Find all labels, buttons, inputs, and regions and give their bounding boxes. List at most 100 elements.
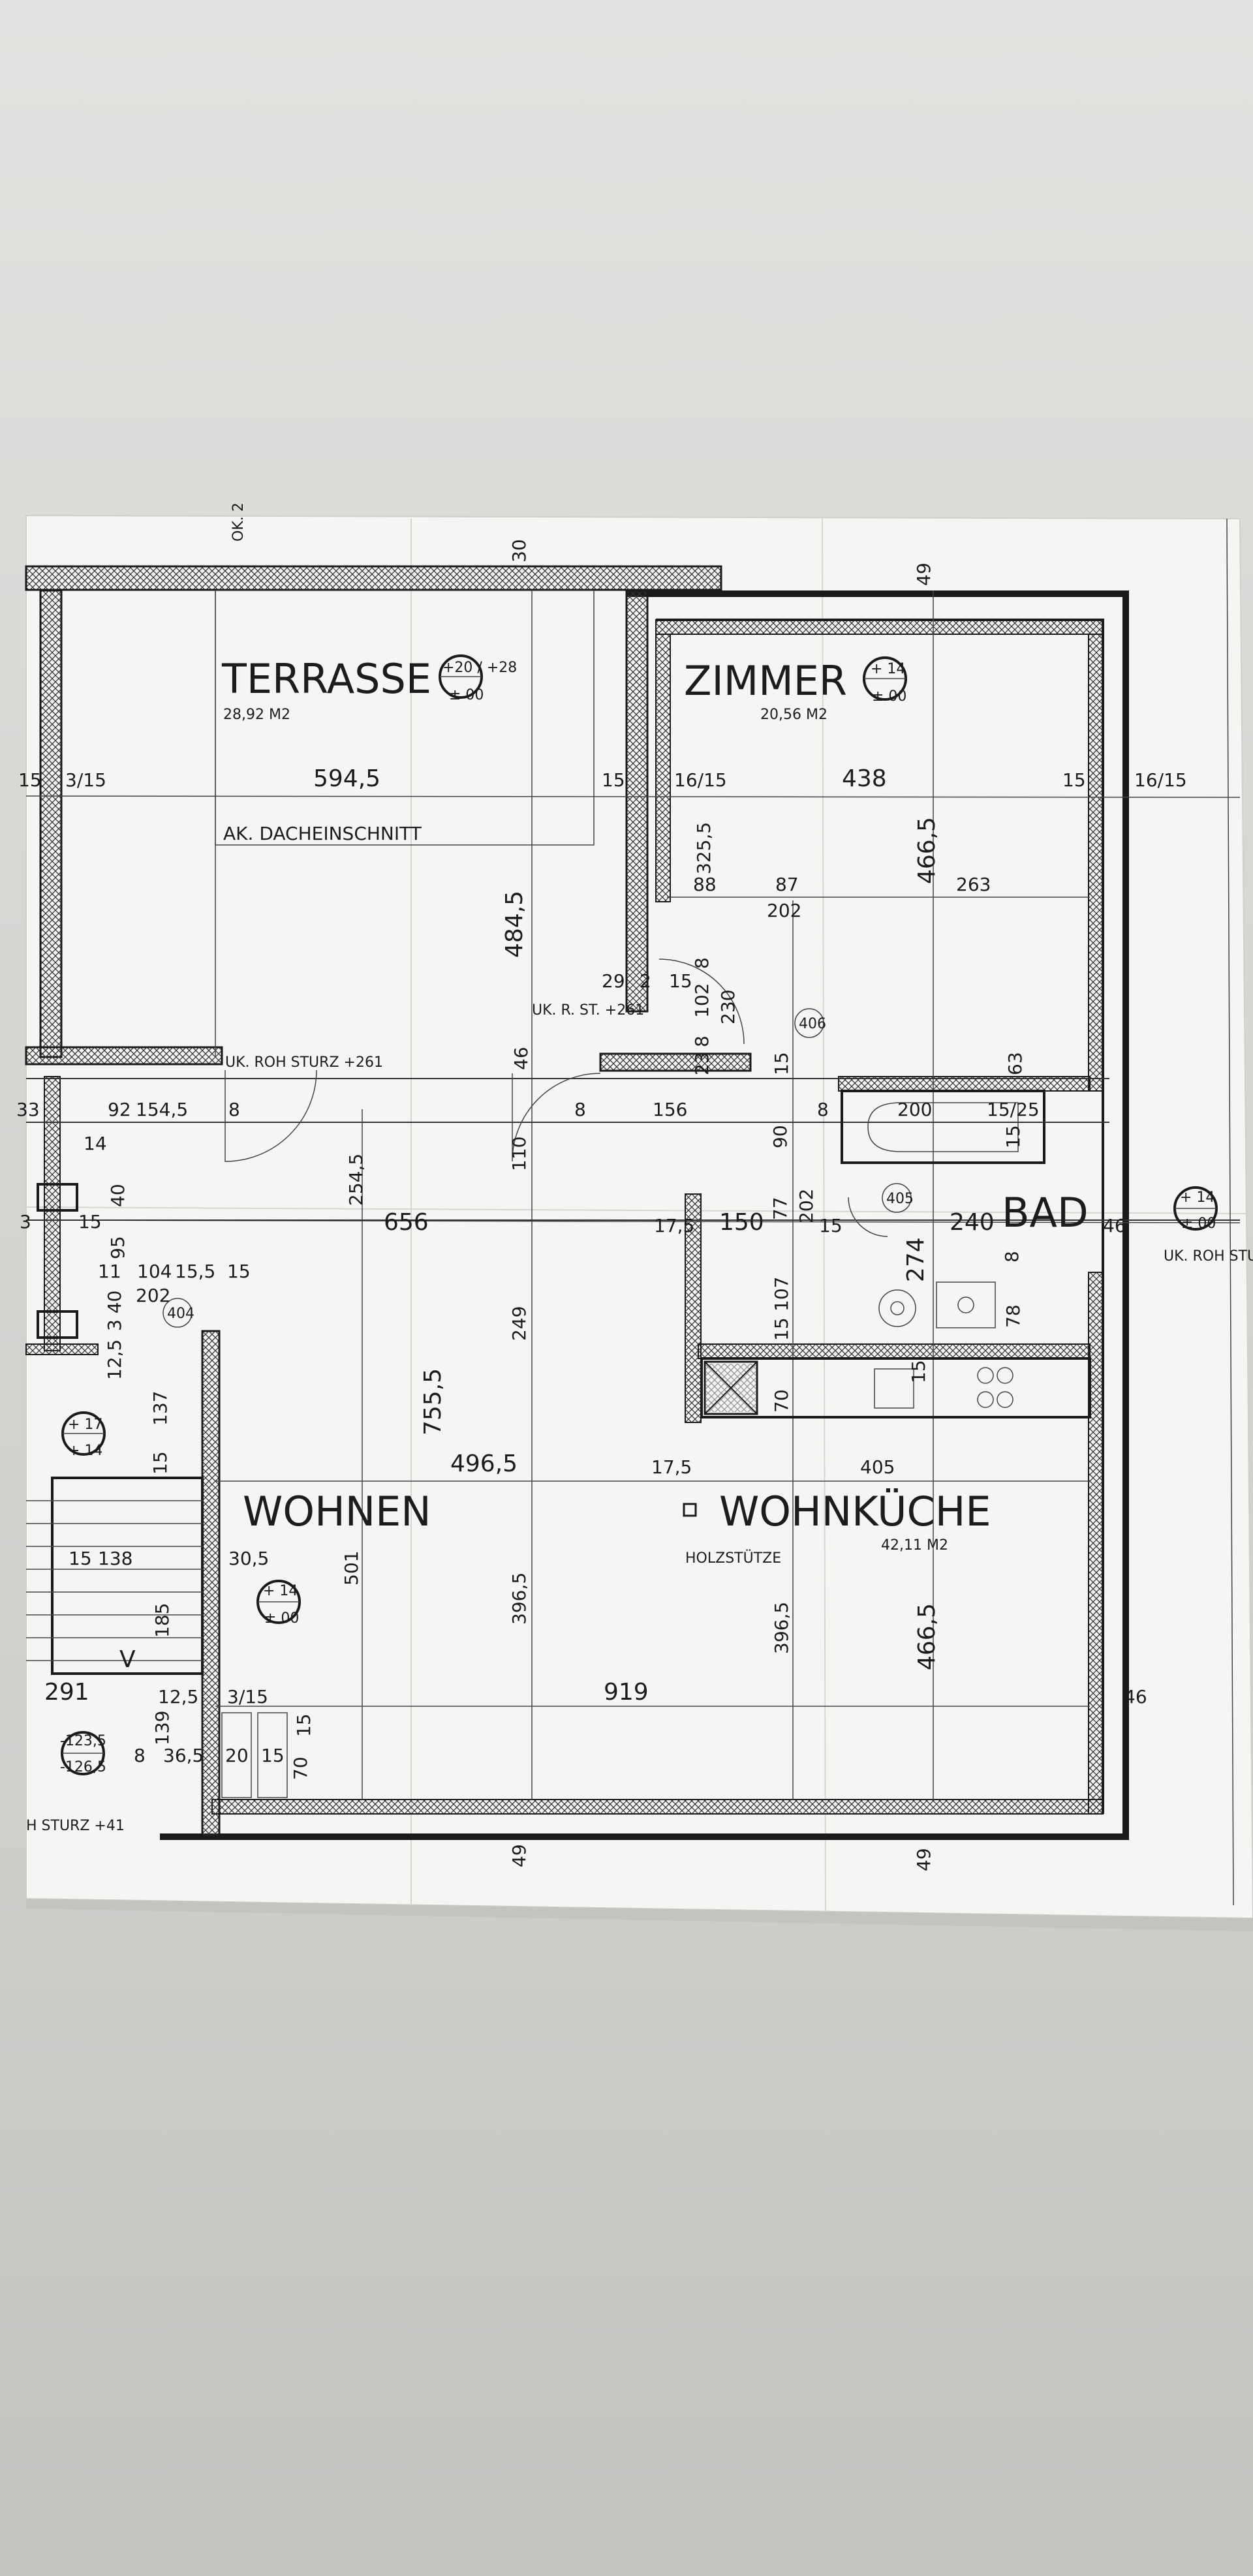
dim-label: 656	[384, 1209, 429, 1236]
dim-label: 46	[1124, 1686, 1147, 1708]
terrasse-level-top: +20 / +28	[442, 660, 517, 676]
dim-label: 46	[510, 1047, 532, 1070]
dim-label: 88	[693, 874, 717, 895]
dim-label: 291	[44, 1679, 89, 1706]
dim-label: 501	[341, 1551, 362, 1586]
dim-label: 36,5	[163, 1745, 204, 1766]
dim-label: 16/15	[674, 769, 727, 791]
stair-lower-top: -123,5	[60, 1733, 106, 1749]
stair-level-bottom: + 14	[68, 1443, 102, 1459]
dim-label: 15/25	[987, 1099, 1040, 1120]
dim-label: 3/15	[65, 769, 106, 791]
dim-label: 33	[16, 1099, 40, 1120]
outer-walls	[25, 589, 1129, 1840]
dim-label: 8	[134, 1745, 146, 1766]
dim-label: 15,5	[175, 1261, 215, 1282]
terrasse-label: TERRASSE	[221, 655, 431, 703]
wohnkueche-area: 42,11 M2	[881, 1537, 948, 1554]
wohnen-level-bottom: ± 00	[264, 1610, 299, 1627]
dim-label: 29	[602, 970, 625, 992]
dim-label: 405	[860, 1456, 895, 1478]
dim-label: 15	[908, 1360, 929, 1383]
dim-label: 15	[293, 1713, 315, 1737]
dim-label: 325,5	[693, 822, 715, 874]
dim-label: 30	[508, 539, 530, 562]
bad-level-top: + 14	[1180, 1189, 1214, 1206]
dim-label: 49	[913, 1848, 935, 1871]
uk-r-st-label: UK. R. ST. +261	[532, 1002, 644, 1019]
dim-label: 8	[228, 1099, 240, 1120]
dim-label: 87	[775, 874, 799, 895]
dim-label: 484,5	[501, 891, 528, 958]
dim-label: 23	[691, 1052, 713, 1075]
stair-level-top: + 17	[68, 1417, 102, 1433]
zimmer-level-bottom: ± 00	[872, 688, 906, 705]
dim-label: 12,5	[104, 1340, 125, 1380]
dim-label: 466,5	[914, 817, 940, 884]
dim-label: 755,5	[420, 1368, 446, 1435]
annotation-labels: UK. ROH STURZ +261 UK. R. ST. +261 H STU…	[26, 502, 914, 1834]
dim-label: 200	[897, 1099, 932, 1120]
dim-label: 8	[817, 1099, 829, 1120]
dim-label: 8	[691, 1035, 713, 1047]
dim-label: 92	[108, 1099, 131, 1120]
dim-label: 70	[771, 1389, 792, 1413]
dim-label: 110	[508, 1137, 530, 1171]
dim-label: 249	[508, 1306, 530, 1341]
dim-label: 15	[669, 970, 692, 992]
door-406-label: 406	[799, 1016, 826, 1032]
dim-label: 17,5	[651, 1456, 692, 1478]
dim-label: 95	[107, 1236, 129, 1259]
dim-label: 15	[771, 1317, 792, 1341]
roh-sturz-41-label: H STURZ +41	[26, 1818, 125, 1834]
dim-label: 20	[225, 1745, 249, 1766]
dim-label: 8	[1001, 1251, 1023, 1263]
dim-label: 15	[78, 1211, 102, 1233]
dim-label: 49	[913, 562, 935, 586]
dim-label: 90	[769, 1125, 791, 1148]
stair-lower-bottom: -126,5	[60, 1759, 106, 1775]
bad-note: UK. ROH STURZ	[1164, 1248, 1253, 1265]
dim-label: 2	[640, 970, 651, 992]
dim-label: 396,5	[508, 1572, 530, 1625]
dim-label: 107	[771, 1277, 792, 1311]
dim-label: 263	[956, 874, 991, 895]
dim-label: 11	[98, 1261, 121, 1282]
dim-label: 70	[290, 1756, 311, 1780]
dim-label: 230	[717, 990, 739, 1024]
dim-label: 154,5	[136, 1099, 188, 1120]
dim-label: 138	[98, 1548, 132, 1569]
dim-label: 63	[1004, 1052, 1026, 1075]
terrasse-level-bottom: ± 00	[449, 687, 484, 703]
dim-label: 137	[149, 1391, 171, 1426]
dim-label: 396,5	[771, 1602, 792, 1654]
dim-label: 77	[769, 1197, 791, 1220]
dim-label: 919	[604, 1679, 649, 1706]
dim-label: 274	[903, 1237, 929, 1282]
dim-label: 254,5	[345, 1154, 367, 1206]
dim-label: 466,5	[914, 1603, 940, 1670]
dim-label: 15	[1002, 1125, 1024, 1148]
dim-label: 15	[18, 769, 42, 791]
holzstuetze-label: HOLZSTÜTZE	[685, 1550, 781, 1567]
uk-roh-sturz-label: UK. ROH STURZ +261	[225, 1054, 383, 1071]
dim-label: 150	[719, 1209, 764, 1236]
dim-label: 15	[69, 1548, 92, 1569]
dim-label: 156	[653, 1099, 687, 1120]
dim-label: 14	[84, 1133, 107, 1154]
dim-label: 438	[842, 765, 887, 792]
ok-label: OK. 2	[230, 502, 247, 542]
terrasse-parapet	[25, 565, 722, 591]
wohnen-label: WOHNEN	[243, 1488, 431, 1535]
dim-label: 49	[508, 1844, 530, 1867]
terrasse-area: 28,92 M2	[223, 707, 290, 723]
dimension-labels: 30 49 15 3/15 594,5 15 16/15 438 15 16/1…	[16, 539, 1187, 1871]
wohnen-level-top: + 14	[263, 1583, 298, 1599]
dim-label: 15	[227, 1261, 251, 1282]
dim-label: 8	[691, 957, 713, 969]
dim-label: 202	[796, 1189, 817, 1223]
zimmer-label: ZIMMER	[684, 657, 847, 705]
zimmer-level-top: + 14	[871, 661, 905, 677]
dim-label: 202	[136, 1285, 170, 1306]
